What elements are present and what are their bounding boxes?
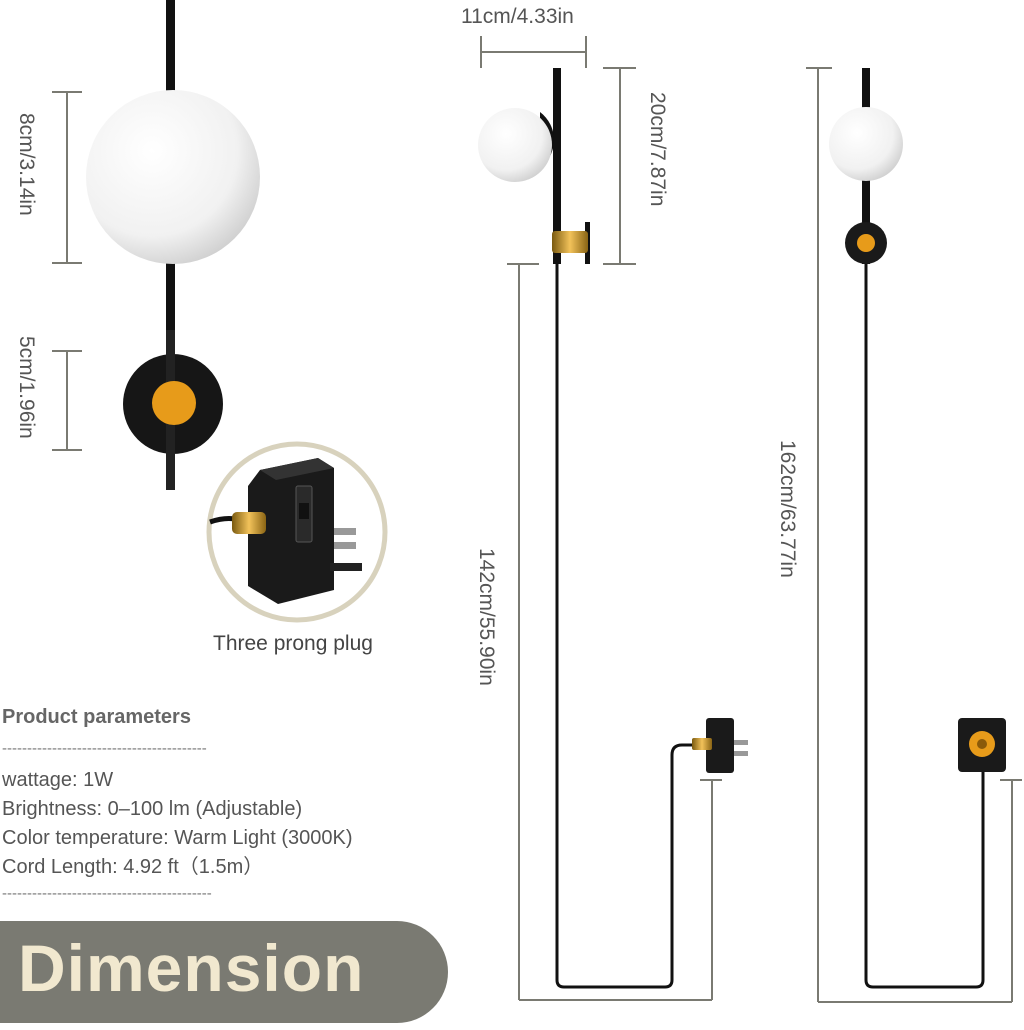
- fixture-height-label: 20cm/7.87in: [646, 92, 669, 207]
- cord-length-left-label: 142cm/55.90in: [475, 548, 498, 686]
- dimension-lines-middle: [480, 36, 722, 1001]
- dimension-lines-left: [52, 91, 82, 451]
- front-view-lamp: [829, 68, 1006, 989]
- param-wattage: wattage: 1W: [2, 769, 114, 791]
- globe-height-label: 8cm/3.14in: [15, 113, 38, 216]
- param-brightness: Brightness: 0–100 lm (Adjustable): [2, 798, 303, 820]
- side-view-lamp: [478, 68, 748, 989]
- params-rule-top: ----------------------------------------…: [2, 741, 207, 756]
- param-color-temperature: Color temperature: Warm Light (3000K): [2, 827, 353, 849]
- dimension-banner: Dimension: [0, 921, 448, 1023]
- brass-knob: [152, 381, 196, 425]
- plug-callout: [206, 441, 388, 623]
- params-title: Product parameters: [2, 706, 191, 728]
- width-label: 11cm/4.33in: [461, 5, 574, 28]
- dimension-lines-right: [806, 67, 1022, 1003]
- closeup-lamp: [86, 0, 260, 490]
- globe-shade: [86, 90, 260, 264]
- base-height-label: 5cm/1.96in: [15, 336, 38, 439]
- params-rule-bottom: ----------------------------------------…: [2, 886, 212, 901]
- plug-caption: Three prong plug: [213, 632, 373, 655]
- param-cord-length: Cord Length: 4.92 ft（1.5m）: [2, 856, 264, 878]
- banner-title: Dimension: [18, 931, 365, 1005]
- cord-length-right-label: 162cm/63.77in: [776, 440, 799, 578]
- product-parameters: Product parameters ---------------------…: [2, 706, 422, 901]
